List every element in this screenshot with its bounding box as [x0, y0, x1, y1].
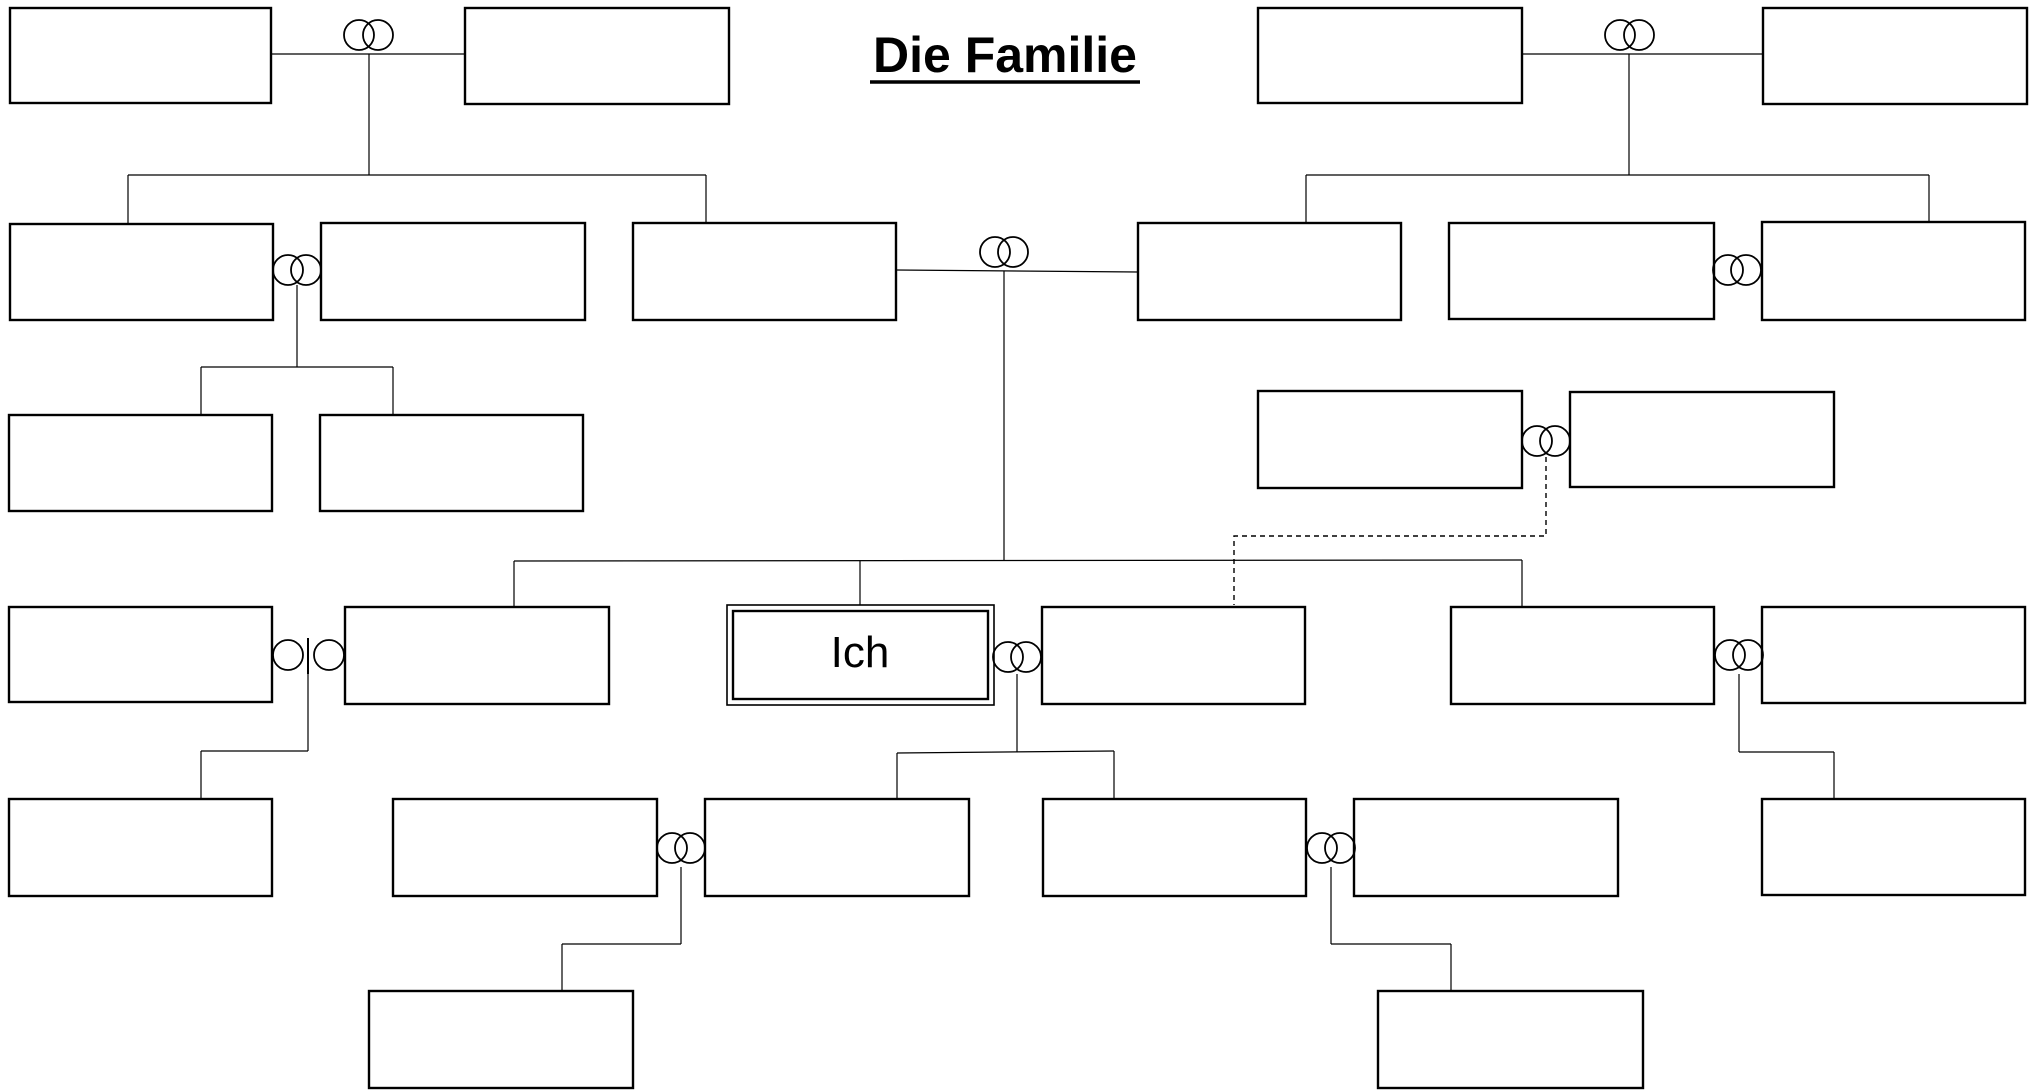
self-label: Ich [831, 628, 890, 677]
person-box-child-2[interactable] [1041, 797, 1308, 898]
marriage-rings-icon [1712, 254, 1762, 286]
person-box-cousin-1[interactable] [7, 413, 274, 513]
person-box-sibling-partner-1[interactable] [7, 605, 274, 704]
marriage-rings-icon [1306, 832, 1356, 864]
marriage-rings-icon [656, 832, 706, 864]
person-box-grandparent-1[interactable] [8, 6, 273, 105]
person-box-step-sibling-partner[interactable] [1760, 605, 2027, 705]
person-boxes: Ich [7, 6, 2029, 1090]
person-box-uncle-aunt-partner-2[interactable] [1760, 220, 2027, 322]
person-box-self-partner[interactable] [1040, 605, 1307, 706]
person-box-uncle-aunt-1[interactable] [8, 222, 275, 322]
person-box-self-outer[interactable] [726, 604, 995, 706]
person-box-step-parent-1[interactable] [1256, 389, 1524, 490]
marriage-rings [272, 19, 1764, 864]
marriage-rings-icon [343, 19, 394, 51]
person-box-grandchild-1[interactable] [367, 989, 635, 1090]
marriage-rings-icon [1714, 639, 1764, 671]
divorce-rings-icon [272, 638, 345, 674]
person-box-grandparent-4[interactable] [1761, 6, 2029, 106]
person-box-uncle-aunt-2[interactable] [1447, 221, 1716, 321]
person-box-child-1[interactable] [703, 797, 971, 898]
person-box-child-partner-1[interactable] [391, 797, 659, 898]
person-box-child-partner-2[interactable] [1352, 797, 1620, 898]
person-box-nephew-niece-2[interactable] [1760, 797, 2027, 897]
person-box-grandchild-2[interactable] [1376, 989, 1645, 1090]
marriage-rings-icon [272, 254, 322, 286]
person-box-step-parent-2[interactable] [1568, 390, 1836, 489]
person-box-self-inner [731, 609, 990, 701]
person-box-parent-2[interactable] [1136, 221, 1403, 322]
person-box-uncle-aunt-partner-1[interactable] [319, 221, 587, 322]
marriage-rings-icon [979, 236, 1029, 268]
marriage-rings-icon [992, 641, 1042, 673]
person-box-cousin-2[interactable] [318, 413, 585, 513]
person-box-nephew-niece-1[interactable] [7, 797, 274, 898]
person-box-grandparent-2[interactable] [463, 6, 731, 106]
page-title: Die Familie [873, 27, 1137, 83]
connector-lines [127, 53, 1930, 991]
marriage-rings-icon [1604, 19, 1655, 51]
person-box-step-sibling[interactable] [1449, 605, 1716, 706]
person-box-grandparent-3[interactable] [1256, 6, 1524, 105]
marriage-rings-icon [1521, 425, 1571, 457]
person-box-parent-1[interactable] [631, 221, 898, 322]
person-box-sibling-1[interactable] [343, 605, 611, 706]
